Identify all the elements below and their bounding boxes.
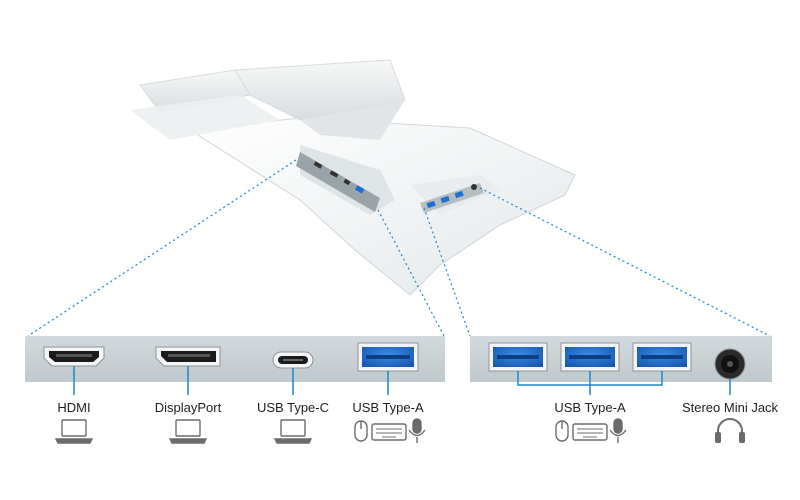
hdmi-label: HDMI — [57, 400, 91, 415]
usb-c-label: USB Type-C — [256, 400, 329, 415]
callout-lines — [27, 159, 771, 337]
usb-a-port — [560, 342, 620, 372]
right-port-panel — [470, 336, 772, 382]
side-port-strip — [420, 183, 484, 213]
usb-a-port — [632, 342, 692, 372]
hdmi-port — [43, 346, 105, 367]
usb-c-port — [272, 351, 314, 369]
stereo-mini-jack-label: Stereo Mini Jack — [681, 400, 779, 415]
monitor-stand — [130, 59, 406, 140]
usb-a-label: USB Type-A — [352, 400, 424, 415]
displayport-label: DisplayPort — [154, 400, 222, 415]
usb-a-label: USB Type-A — [554, 400, 626, 415]
usb-a-port — [488, 342, 548, 372]
rear-port-strip — [296, 152, 380, 212]
port-label-connectors — [73, 366, 731, 395]
usb-a-port — [357, 342, 419, 372]
left-port-panel — [25, 336, 445, 382]
audio-jack-port — [714, 348, 746, 380]
displayport-port — [155, 346, 221, 367]
